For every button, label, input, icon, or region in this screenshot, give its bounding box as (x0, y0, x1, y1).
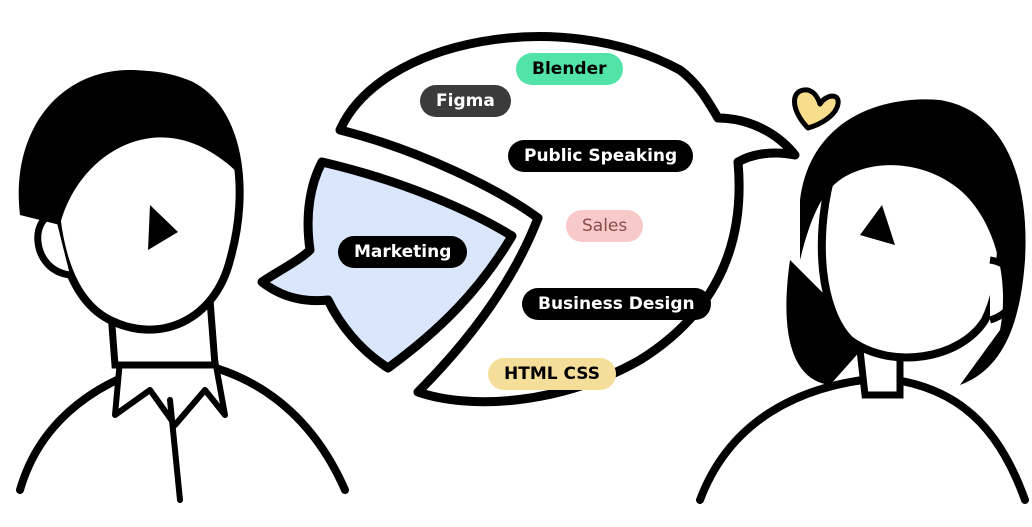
skill-tag-html-css: HTML CSS (488, 358, 617, 390)
skill-tag-public-speaking: Public Speaking (508, 140, 694, 172)
heart-icon (792, 87, 841, 131)
left-person (16, 70, 349, 503)
skill-tag-blender: Blender (516, 53, 623, 85)
right-person (696, 99, 1029, 504)
skill-tag-figma: Figma (420, 85, 511, 117)
skill-tag-business-design: Business Design (522, 288, 711, 320)
skill-tag-marketing: Marketing (338, 236, 468, 268)
skill-tag-sales: Sales (566, 210, 644, 242)
